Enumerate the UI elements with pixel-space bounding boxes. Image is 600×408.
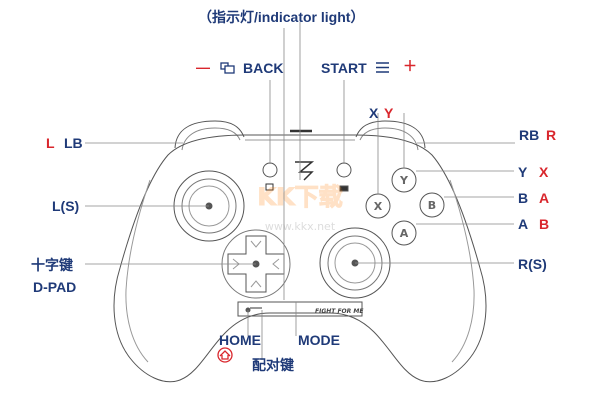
rb-label: RB [519, 127, 540, 143]
pair-label: 配对键 [252, 357, 294, 373]
rb-bumper [355, 120, 426, 149]
back-label: BACK [243, 60, 284, 76]
dpad-en-label: D-PAD [33, 279, 77, 295]
right-y-alt-label: X [539, 164, 549, 180]
b-button-outline[interactable] [419, 192, 445, 218]
home-icon [217, 347, 233, 363]
brand-text: FIGHT FOR ME [315, 308, 364, 315]
back-window-icon [220, 62, 235, 74]
top-y-label: Y [384, 105, 394, 121]
indicator-light-label: （指示灯/indicator light） [198, 9, 365, 25]
right-y-label: Y [518, 164, 528, 180]
a-button-letter: A [400, 227, 409, 240]
back-button[interactable] [262, 162, 278, 178]
x-button-letter: X [374, 200, 383, 213]
watermark-url: www.kkx.net [265, 220, 336, 233]
right-a-alt-label: B [539, 216, 550, 232]
mode-logo [295, 161, 315, 181]
r-label: R [546, 127, 557, 143]
right-b-label: B [518, 190, 529, 206]
start-button[interactable] [336, 162, 352, 178]
home-label: HOME [219, 332, 261, 348]
right-b-alt-label: A [539, 190, 550, 206]
right-stick-label: R(S) [518, 256, 547, 272]
lb-label: LB [64, 135, 83, 151]
y-button-letter: Y [399, 174, 409, 187]
l-label: L [46, 135, 55, 151]
top-x-label: X [369, 105, 379, 121]
b-button-letter: B [428, 199, 436, 212]
watermark: KK下载 www.kkx.net [257, 183, 343, 234]
left-stick-label: L(S) [52, 198, 80, 214]
plus-sign: ＋ [403, 58, 417, 74]
controller-body [113, 134, 487, 383]
a-button-outline[interactable] [391, 220, 417, 246]
start-menu-icon [376, 62, 389, 73]
minus-sign: — [196, 59, 210, 75]
lb-bumper [174, 120, 245, 149]
right-a-label: A [518, 216, 529, 232]
dpad-cn-label: 十字键 [31, 257, 73, 273]
start-label: START [321, 60, 367, 76]
dpad[interactable] [227, 235, 285, 293]
watermark-logo: KK下载 [257, 183, 342, 211]
mode-label: MODE [298, 332, 340, 348]
